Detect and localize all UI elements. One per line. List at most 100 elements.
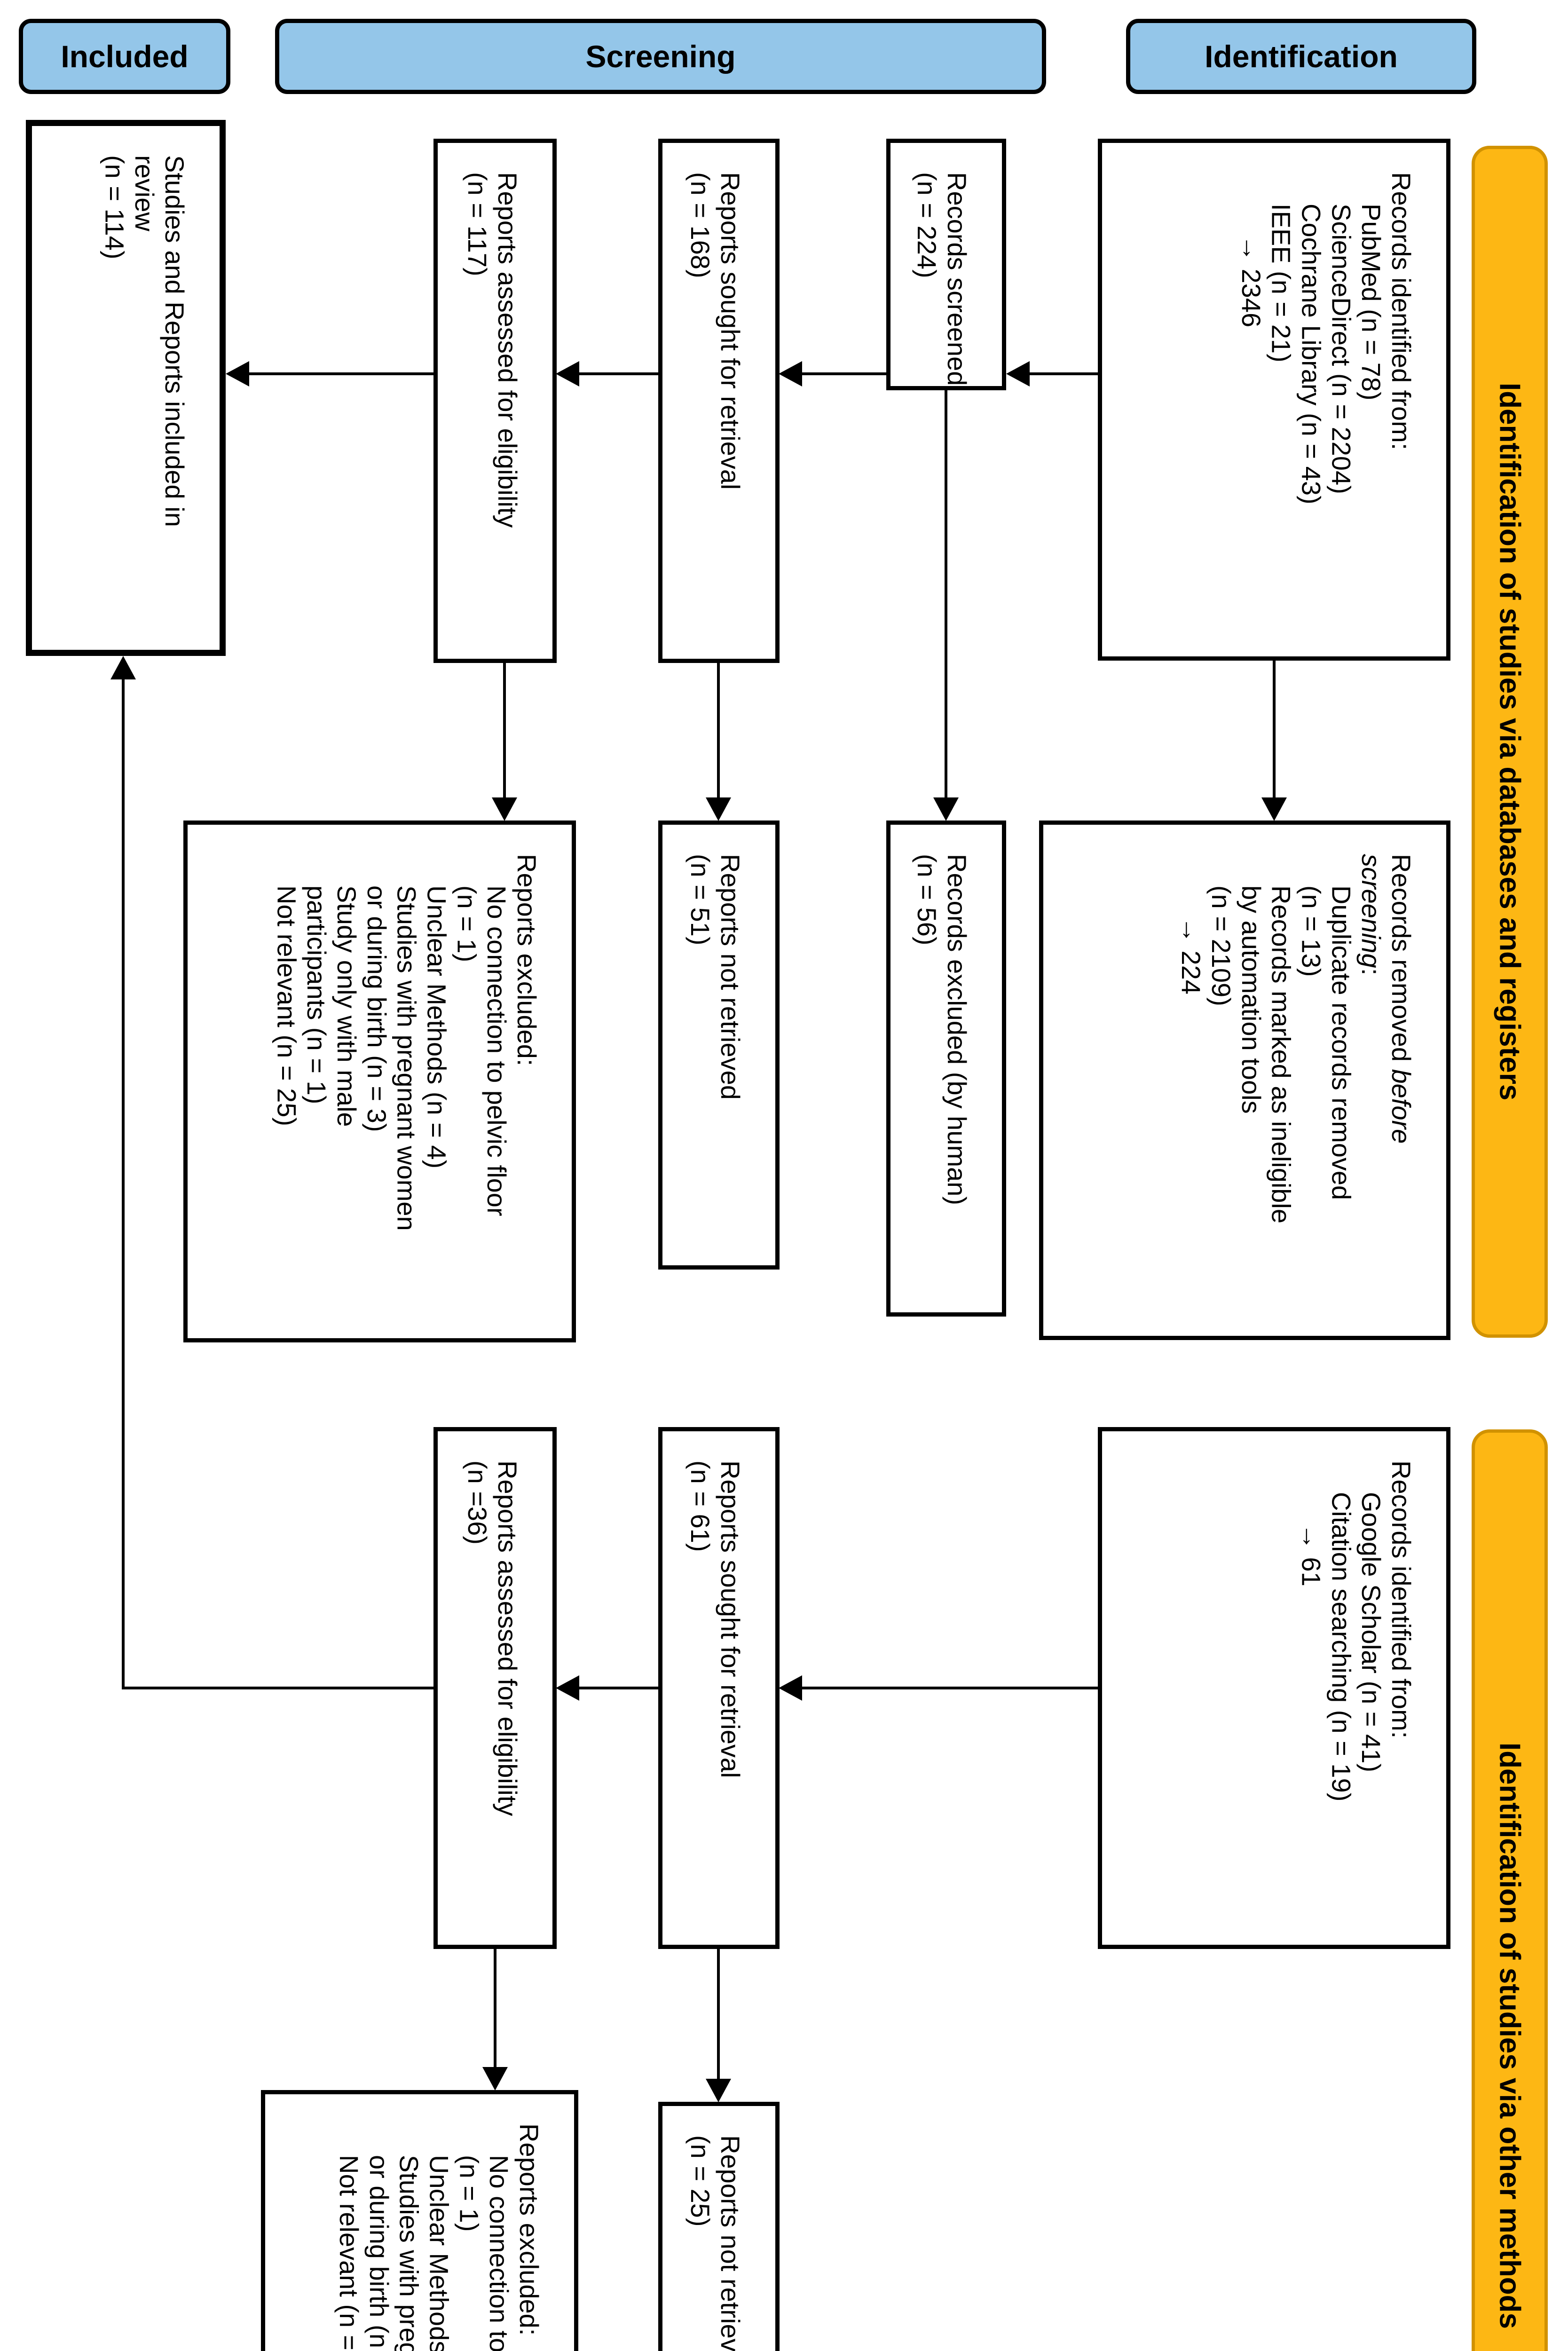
text-run: Records marked as ineligible <box>1266 885 1296 1224</box>
text-line: Study only with male <box>331 854 362 1309</box>
text-run: (n =36) <box>463 1460 493 1545</box>
text-line: Duplicate records removed <box>1326 854 1356 1307</box>
arrowhead-down-icon <box>933 797 959 821</box>
connector-vertical-line <box>122 679 125 1689</box>
text-line: Records marked as ineligible <box>1266 854 1296 1307</box>
text-line: or during birth (n = 3) <box>362 854 392 1309</box>
text-line: Not relevant (n = 2) <box>334 2123 364 2351</box>
arrowhead-left-icon <box>556 361 579 387</box>
text-run: (n = 1) <box>452 885 482 962</box>
text-line: Records identified from: <box>1386 1460 1416 1916</box>
text-line: Not relevant (n = 25) <box>272 854 302 1309</box>
text-run: Studies with pregnant women <box>394 2155 424 2351</box>
text-line: No connection to pelvic floor <box>481 854 512 1309</box>
text-run: IEEE (n = 21) <box>1266 204 1296 363</box>
connector-horizontal-line <box>123 1687 433 1689</box>
text-run: (n = 2109) <box>1206 885 1237 1007</box>
text-run: (n = 51) <box>686 854 716 946</box>
text-line: ScienceDirect (n = 2204) <box>1326 172 1356 627</box>
box-reports-assessed-other: Reports assessed for eligibility(n =36) <box>433 1427 557 1949</box>
text-line: (n = 1) <box>454 2123 484 2351</box>
text-line: Google Scholar (n = 41) <box>1356 1460 1386 1916</box>
arrowhead-left-icon <box>1006 361 1030 387</box>
text-run: Studies with pregnant women <box>392 885 422 1231</box>
text-line: screening: <box>1356 854 1386 1307</box>
text-line: Studies with pregnant women <box>394 2123 424 2351</box>
box-reports-not-retrieved-other: Reports not retrieved(n = 25) <box>658 2102 780 2351</box>
text-line: Reports excluded: <box>514 2123 544 2351</box>
text-line: Reports not retrieved <box>715 854 745 1236</box>
text-line: (n = 56) <box>912 854 942 1283</box>
text-line: (n = 224) <box>912 172 942 357</box>
text-line: Reports assessed for eligibility <box>492 1460 522 1916</box>
stage-header-included: Included <box>19 19 230 94</box>
text-line: Studies with pregnant women <box>392 854 422 1309</box>
box-records-excluded-by-human: Records excluded (by human)(n = 56) <box>886 820 1006 1317</box>
text-run: Not relevant (n = 2) <box>334 2155 364 2351</box>
arrow-line <box>945 390 947 799</box>
text-run: (n = 56) <box>912 854 942 946</box>
box-records-identified-other: Records identified from:Google Scholar (… <box>1098 1427 1450 1949</box>
arrow-line <box>717 1949 720 2081</box>
stage-header-included-label: Included <box>61 39 189 74</box>
arrow-line <box>503 663 506 799</box>
text-run: Reports assessed for eligibility <box>493 172 522 528</box>
sidebar-other-methods-label: Identification of studies via other meth… <box>1493 1743 1526 2329</box>
stage-header-identification: Identification <box>1126 19 1476 94</box>
arrow-line <box>248 372 433 375</box>
text-run: ScienceDirect (n = 2204) <box>1326 204 1356 495</box>
text-line: participants (n = 1) <box>301 854 331 1309</box>
text-run: (n = 114) <box>100 155 130 260</box>
text-run: (n = 117) <box>463 172 493 276</box>
arrowhead-down-icon <box>492 797 517 821</box>
text-line: or during birth (n = 1) <box>364 2123 394 2351</box>
stage-header-screening-label: Screening <box>585 39 736 74</box>
box-reports-assessed-databases: Reports assessed for eligibility(n = 117… <box>433 139 557 663</box>
text-run: (n = 1) <box>454 2155 484 2232</box>
text-run: (n = 13) <box>1296 885 1326 977</box>
text-run: Reports sought for retrieval <box>716 172 745 490</box>
text-run: by automation tools <box>1236 885 1266 1114</box>
text-run: Reports excluded: <box>514 2123 544 2336</box>
text-line: PubMed (n = 78) <box>1356 172 1386 627</box>
text-line: Citation searching (n = 19) <box>1326 1460 1356 1916</box>
text-run: Duplicate records removed <box>1326 885 1356 1200</box>
text-run: Reports not retrieved <box>716 854 745 1100</box>
text-run: Records identified from: <box>1387 172 1416 450</box>
text-line: → 224 <box>1176 854 1206 1307</box>
arrow-line <box>717 663 720 799</box>
text-line: (n = 13) <box>1296 854 1326 1307</box>
text-run: → 224 <box>1176 917 1206 995</box>
text-line: Studies and Reports included in <box>159 155 189 621</box>
text-line: review <box>129 155 159 621</box>
arrow-line <box>801 372 886 375</box>
text-run: or during birth (n = 1) <box>364 2155 394 2351</box>
arrow-line <box>578 372 658 375</box>
text-line: (n = 2109) <box>1206 854 1236 1307</box>
text-run: (n = 224) <box>912 172 942 278</box>
text-line: Reports not retrieved <box>715 2135 745 2351</box>
text-line: (n = 117) <box>462 172 492 630</box>
text-line: Unclear Methods (n = 4) <box>422 854 452 1309</box>
text-line: (n =36) <box>462 1460 492 1916</box>
text-run: Not relevant (n = 25) <box>272 885 302 1127</box>
arrow-line <box>1273 661 1276 799</box>
text-run: Google Scholar (n = 41) <box>1356 1492 1387 1773</box>
text-run: Unclear Methods (n = 1) <box>424 2155 454 2351</box>
arrowhead-left-icon <box>556 1675 579 1701</box>
text-line: Records removed before <box>1386 854 1416 1307</box>
text-run: screening <box>1356 854 1387 968</box>
arrowhead-down-icon <box>482 2067 508 2091</box>
text-line: (n = 51) <box>685 854 715 1236</box>
text-line: by automation tools <box>1236 854 1266 1307</box>
text-run: Reports assessed for eligibility <box>493 1460 522 1816</box>
stage-header-screening: Screening <box>275 19 1046 94</box>
text-line: Records screened <box>942 172 972 386</box>
arrow-line <box>1029 372 1098 375</box>
text-line: (n = 25) <box>685 2135 715 2351</box>
text-run: before <box>1387 1069 1416 1144</box>
sidebar-databases-and-registers: Identification of studies via databases … <box>1472 146 1548 1338</box>
box-reports-excluded-other: Reports excluded:No connection to pelvic… <box>261 2090 578 2351</box>
